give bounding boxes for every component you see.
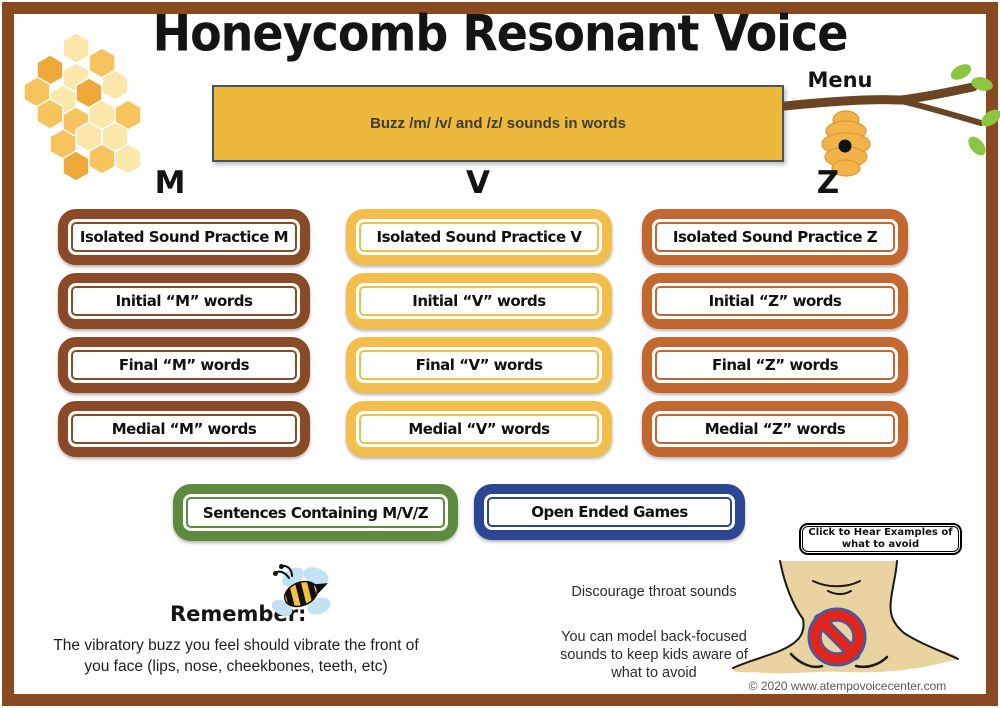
button-open-ended-games[interactable]: Open Ended Games	[474, 484, 745, 540]
beehive-branch-icon	[783, 64, 1000, 177]
button-initial-m[interactable]: Initial “M” words	[58, 273, 310, 329]
button-medial-m[interactable]: Medial “M” words	[58, 401, 310, 457]
remember-body: The vibratory buzz you feel should vibra…	[53, 637, 419, 675]
instruction-banner: Buzz /m/ /v/ and /z/ sounds in words	[212, 85, 784, 162]
button-initial-z[interactable]: Initial “Z” words	[642, 273, 908, 329]
button-isolated-m[interactable]: Isolated Sound Practice M	[58, 209, 310, 265]
column-v: Isolated Sound Practice V Initial “V” wo…	[346, 209, 612, 457]
button-isolated-v[interactable]: Isolated Sound Practice V	[346, 209, 612, 265]
column-letter-m: M	[154, 165, 186, 201]
banner-text: Buzz /m/ /v/ and /z/ sounds in words	[370, 115, 626, 132]
menu-label: Menu	[807, 68, 873, 92]
page-title: Honeycomb Resonant Voice	[152, 4, 849, 63]
button-final-z[interactable]: Final “Z” words	[642, 337, 908, 393]
button-sentences-mvz[interactable]: Sentences Containing M/V/Z	[173, 484, 458, 541]
bee-icon	[271, 564, 331, 617]
discourage-line1: Discourage throat sounds	[571, 584, 737, 600]
button-isolated-z[interactable]: Isolated Sound Practice Z	[642, 209, 908, 265]
button-final-m[interactable]: Final “M” words	[58, 337, 310, 393]
column-m: Isolated Sound Practice M Initial “M” wo…	[58, 209, 310, 457]
prohibition-sign	[807, 607, 867, 667]
column-letter-z: Z	[816, 165, 840, 201]
honeycomb-icon	[24, 32, 142, 182]
beehive-entrance	[838, 139, 852, 153]
no-throat-sounds-icon	[732, 560, 959, 674]
column-letter-v: V	[466, 165, 490, 201]
discourage-line2: You can model back-focused sounds to kee…	[560, 629, 748, 682]
column-z: Isolated Sound Practice Z Initial “Z” wo…	[642, 209, 908, 457]
button-initial-v[interactable]: Initial “V” words	[346, 273, 612, 329]
button-medial-v[interactable]: Medial “V” words	[346, 401, 612, 457]
button-medial-z[interactable]: Medial “Z” words	[642, 401, 908, 457]
button-final-v[interactable]: Final “V” words	[346, 337, 612, 393]
button-hear-avoid-examples[interactable]: Click to Hear Examples of what to avoid	[799, 523, 962, 555]
copyright-text: © 2020 www.atempovoicecenter.com	[748, 679, 947, 693]
